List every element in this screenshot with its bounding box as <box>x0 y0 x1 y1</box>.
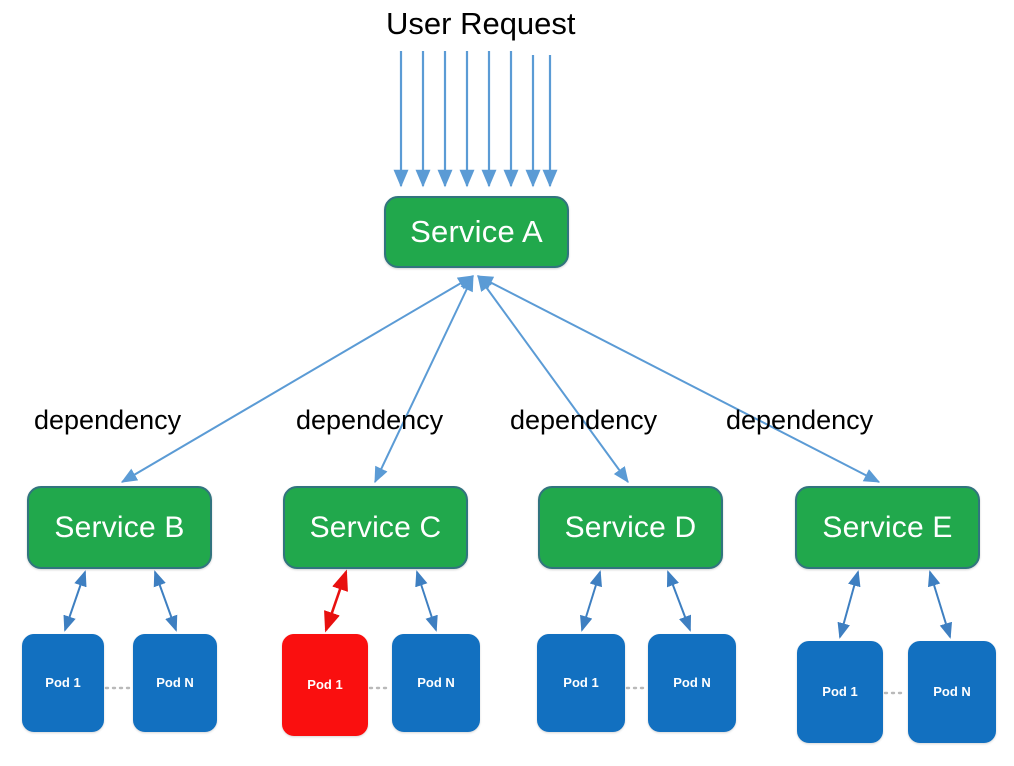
dependency-arrow-service-d <box>477 275 629 483</box>
pod-arrow-e-n <box>928 570 952 639</box>
node-service-a[interactable]: Service A <box>384 196 569 268</box>
service-b-label: Service B <box>54 511 185 544</box>
dependency-arrow-service-b <box>120 275 475 483</box>
pod-arrow-d-1 <box>580 570 602 632</box>
pod-arrow-e-1 <box>837 570 861 639</box>
pod-d-1-label: Pod 1 <box>563 674 599 690</box>
service-d-label: Service D <box>564 511 697 544</box>
dependency-label-4: dependency <box>726 405 874 435</box>
dependency-label-3: dependency <box>510 405 658 435</box>
node-pod-b-1[interactable]: Pod 1 <box>22 634 104 732</box>
user-request-arrows <box>393 51 558 188</box>
dependency-arrow-service-c <box>374 274 474 484</box>
pod-arrow-c-1-alert <box>324 569 348 633</box>
node-pod-c-1[interactable]: Pod 1 <box>282 634 368 736</box>
pod-connectors <box>104 686 908 695</box>
node-pod-e-n[interactable]: Pod N <box>908 641 996 743</box>
node-service-e[interactable]: Service E <box>795 486 980 569</box>
pod-arrow-b-n <box>153 570 178 632</box>
node-service-c[interactable]: Service C <box>283 486 468 569</box>
pod-c-1-label: Pod 1 <box>307 676 343 692</box>
pod-arrow-d-n <box>666 570 692 632</box>
node-pod-d-n[interactable]: Pod N <box>648 634 736 732</box>
pod-d-n-label: Pod N <box>673 674 711 690</box>
service-e-label: Service E <box>822 511 953 544</box>
pod-arrow-c-n <box>415 570 438 632</box>
page-title: User Request <box>386 6 576 41</box>
node-pod-c-n[interactable]: Pod N <box>392 634 480 732</box>
node-service-d[interactable]: Service D <box>538 486 723 569</box>
dependency-label-2: dependency <box>296 405 444 435</box>
pod-arrow-b-1 <box>63 570 87 632</box>
node-pod-d-1[interactable]: Pod 1 <box>537 634 625 732</box>
alert-pod-arrows <box>324 569 348 633</box>
service-c-label: Service C <box>309 511 442 544</box>
dependency-label-1: dependency <box>34 405 182 435</box>
node-pod-e-1[interactable]: Pod 1 <box>797 641 883 743</box>
pod-c-n-label: Pod N <box>417 674 455 690</box>
node-pod-b-n[interactable]: Pod N <box>133 634 217 732</box>
pod-e-n-label: Pod N <box>933 683 971 699</box>
pod-arrows <box>63 570 952 639</box>
dependency-arrows <box>120 274 881 484</box>
pod-b-n-label: Pod N <box>156 674 194 690</box>
service-a-label: Service A <box>410 213 543 249</box>
node-service-b[interactable]: Service B <box>27 486 212 569</box>
dependency-arrow-service-e <box>476 275 881 483</box>
pod-b-1-label: Pod 1 <box>45 674 81 690</box>
pod-e-1-label: Pod 1 <box>822 683 858 699</box>
